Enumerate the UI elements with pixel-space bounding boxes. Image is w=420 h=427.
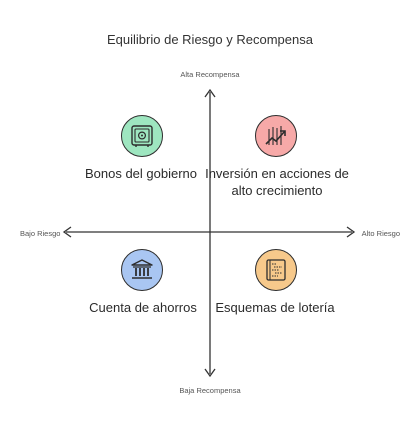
axis-label-bottom: Baja Recompensa [179,386,241,395]
axis-label-right: Alto Riesgo [361,229,400,238]
quadrant-label-high-risk-high-reward: Inversión en acciones de alto crecimient… [205,166,349,198]
diagram-title: Equilibrio de Riesgo y Recompensa [107,32,313,47]
quadrant-label-low-risk-low-reward: Cuenta de ahorros [89,300,197,315]
lottery-ticket-icon [255,249,297,291]
quadrant-label-low-risk-high-reward: Bonos del gobierno [84,166,198,181]
quadrant-label-high-risk-low-reward: Esquemas de lotería [215,300,335,315]
bank-icon [121,249,163,291]
safe-icon [121,115,163,157]
axis-label-left: Bajo Riesgo [20,229,61,238]
axis-label-top: Alta Recompensa [180,70,240,79]
growth-chart-icon [255,115,297,157]
